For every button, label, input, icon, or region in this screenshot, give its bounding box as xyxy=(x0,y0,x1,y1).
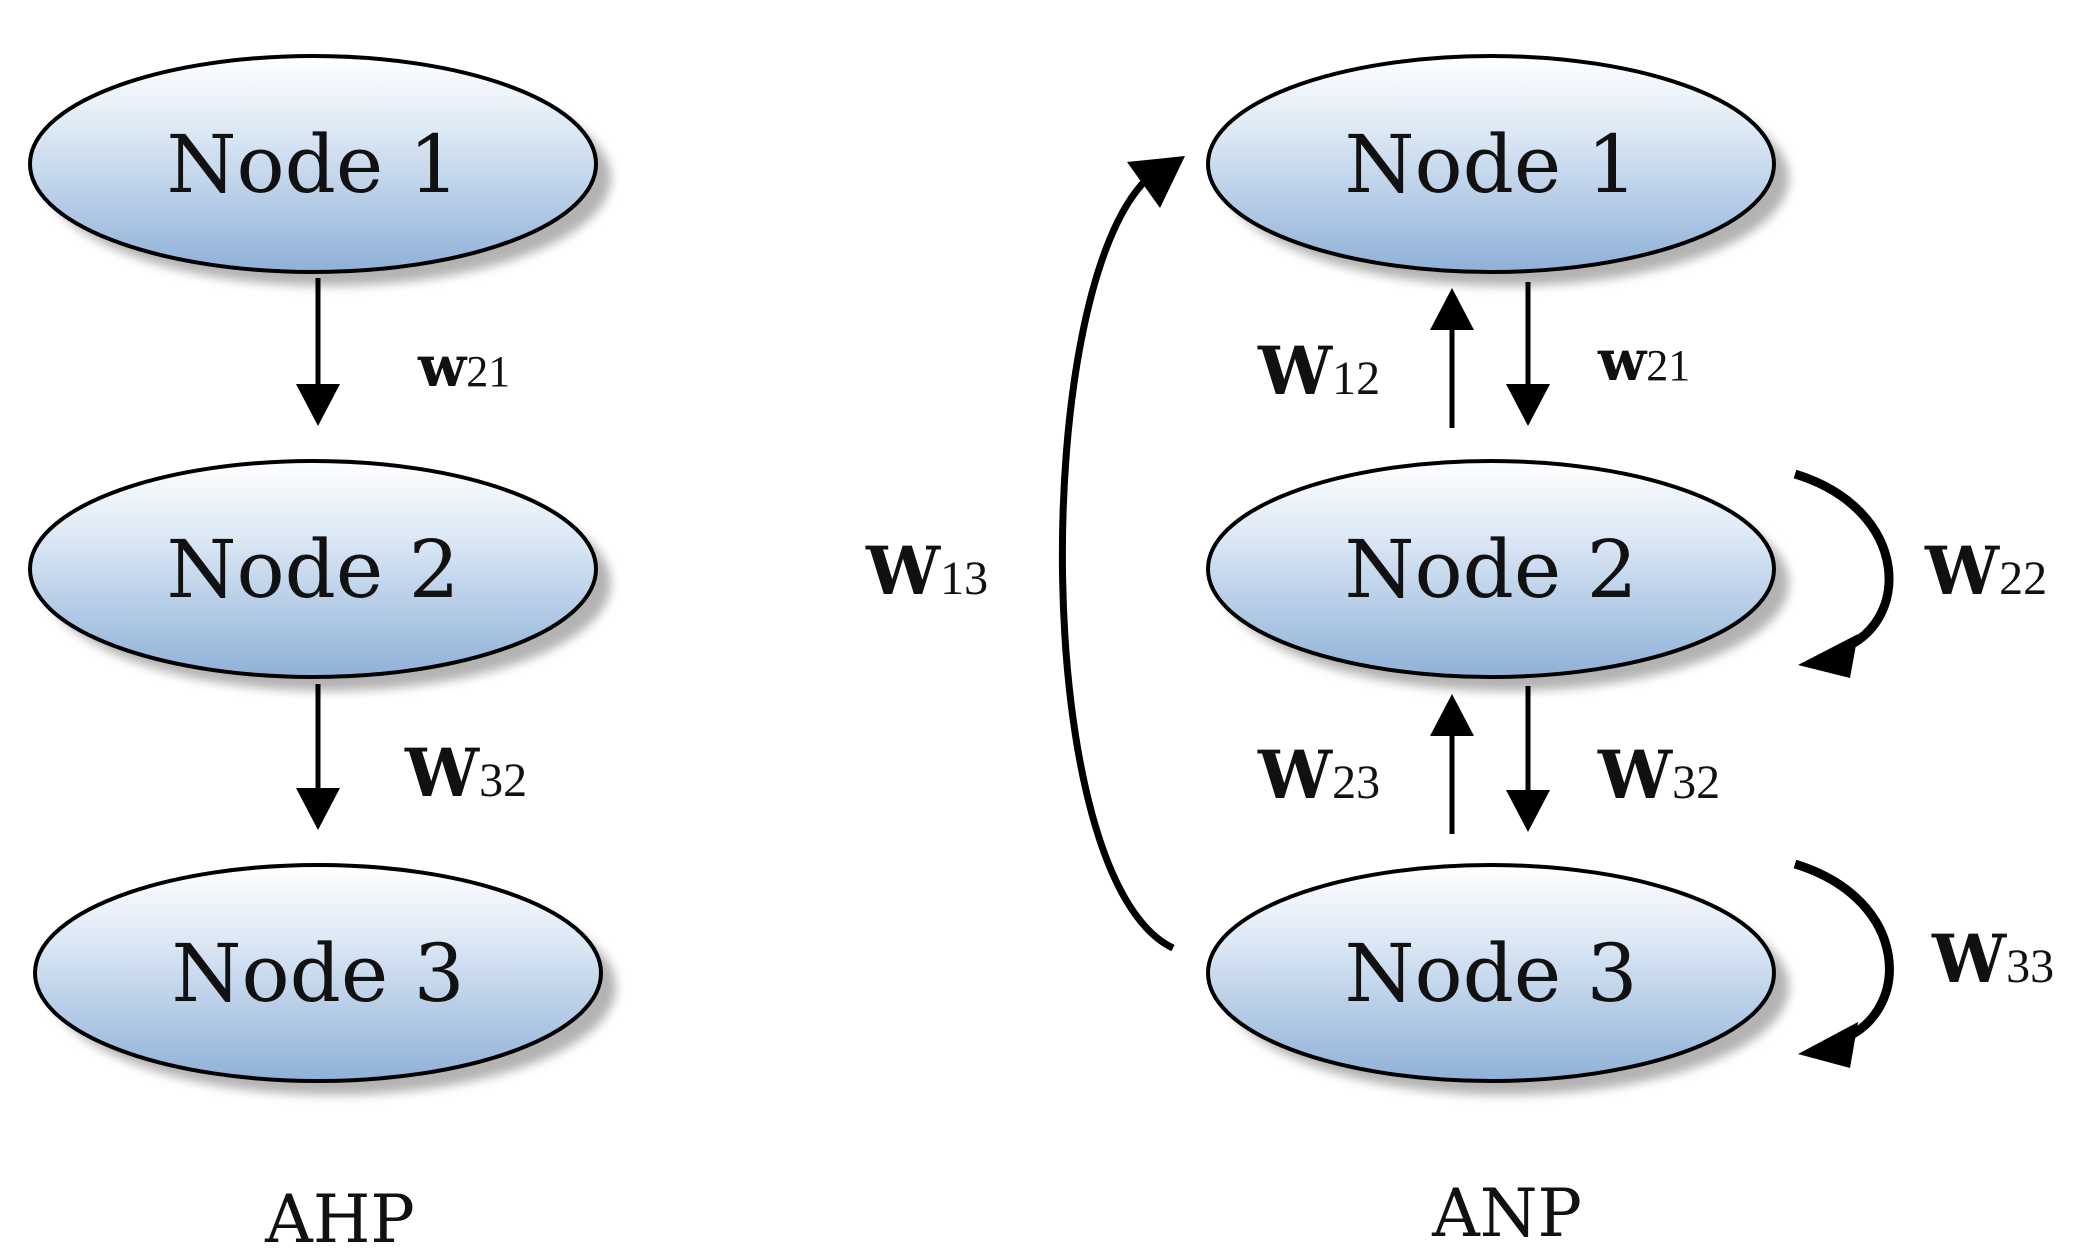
anp-edge-w13-label: W13 xyxy=(865,532,988,610)
anp-edge-w23-label: W23 xyxy=(1257,736,1380,814)
ahp-node-3-label: Node 3 xyxy=(171,927,464,1020)
ahp-node-3: Node 3 xyxy=(33,863,616,1095)
ahp-node-2-label: Node 2 xyxy=(166,523,459,616)
anp-arrow-3-to-1 xyxy=(1058,156,1185,952)
anp-arrow-1-to-2 xyxy=(1506,282,1550,426)
anp-node-3-label: Node 3 xyxy=(1344,927,1637,1020)
anp-node-2-label: Node 2 xyxy=(1344,523,1637,616)
anp-node-1: Node 1 xyxy=(1206,54,1789,286)
anp-self-loop-node-3 xyxy=(1793,859,1894,1068)
anp-diagram: Node 1 Node 2 Node 3 W12 w21 xyxy=(865,54,2054,1252)
anp-caption: ANP xyxy=(1431,1175,1582,1252)
ahp-edge-w32-label: W32 xyxy=(404,734,527,812)
ahp-caption: AHP xyxy=(264,1181,415,1258)
anp-edge-w21-label: w21 xyxy=(1597,328,1690,394)
anp-arrow-2-to-1 xyxy=(1430,288,1474,428)
ahp-diagram: Node 1 Node 2 Node 3 w21 W32 xyxy=(28,54,616,1258)
anp-node-2: Node 2 xyxy=(1206,459,1789,691)
anp-edge-w33-label: W33 xyxy=(1931,920,2054,998)
anp-edge-w32-label: W32 xyxy=(1597,736,1720,814)
ahp-node-1-label: Node 1 xyxy=(166,118,459,211)
ahp-arrow-1-to-2 xyxy=(296,278,340,426)
anp-self-loop-node-2 xyxy=(1793,469,1894,678)
ahp-node-2: Node 2 xyxy=(28,459,611,691)
anp-arrow-3-to-2 xyxy=(1430,694,1474,834)
anp-node-1-label: Node 1 xyxy=(1344,118,1637,211)
anp-edge-w12-label: W12 xyxy=(1257,332,1380,410)
ahp-arrow-2-to-3 xyxy=(296,684,340,830)
ahp-edge-w21-label: w21 xyxy=(417,334,510,400)
ahp-node-1: Node 1 xyxy=(28,54,611,286)
anp-edge-w22-label: W22 xyxy=(1924,532,2047,610)
anp-arrow-2-to-3 xyxy=(1506,686,1550,832)
anp-node-3: Node 3 xyxy=(1206,863,1789,1095)
